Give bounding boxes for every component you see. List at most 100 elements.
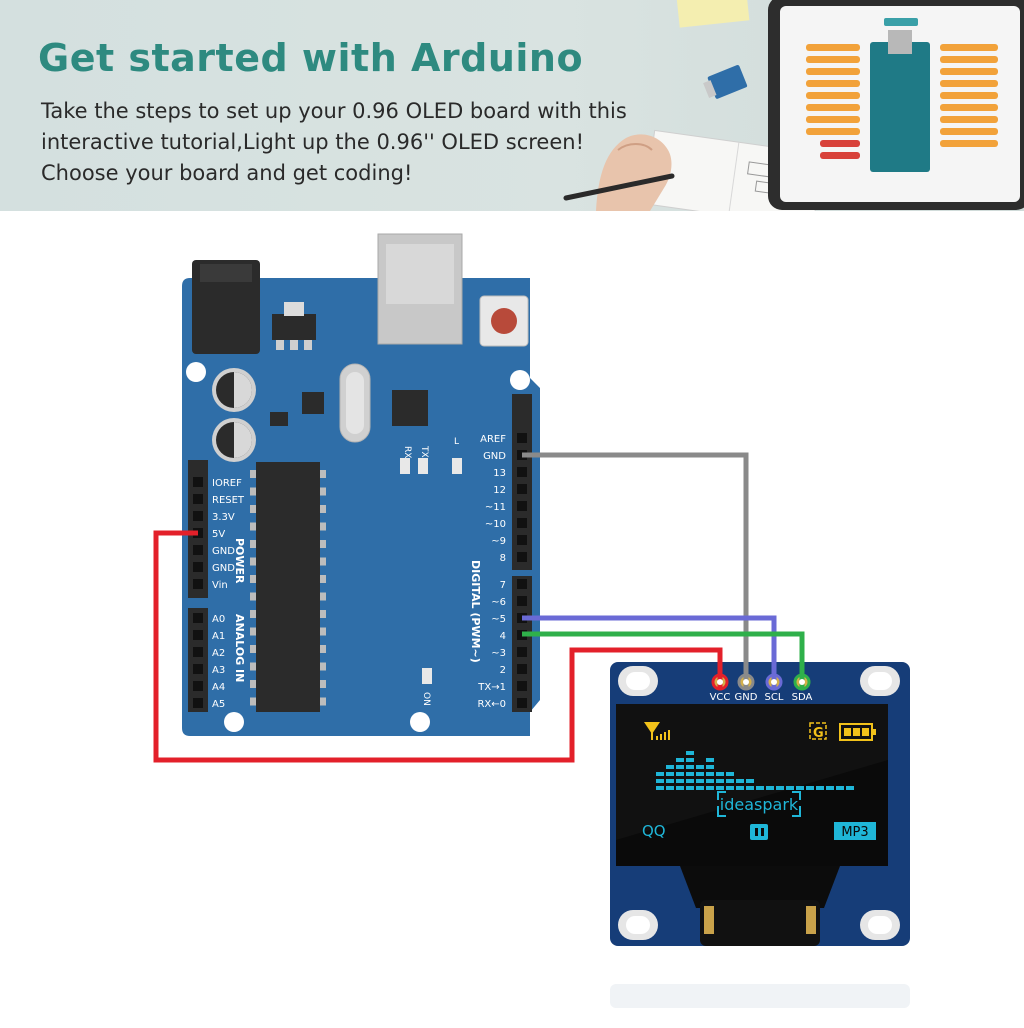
pin-label: Vin [212, 580, 228, 591]
header-socket[interactable] [517, 433, 527, 443]
header-socket[interactable] [517, 596, 527, 606]
pin-label: RX←0 [477, 699, 506, 710]
mount-hole [186, 362, 206, 382]
oled-pin-label: SCL [765, 692, 784, 703]
chip-pin [320, 575, 326, 583]
pin-label: A3 [212, 665, 225, 676]
voltage-regulator [272, 314, 316, 340]
sticky-note [676, 0, 750, 28]
pin-label: ~6 [491, 597, 506, 608]
wire-end-cap [771, 679, 777, 685]
header-socket[interactable] [193, 698, 203, 708]
header-socket[interactable] [193, 477, 203, 487]
eq-segment [686, 779, 694, 783]
header-socket[interactable] [193, 494, 203, 504]
battery-icon [839, 723, 876, 741]
header-socket[interactable] [193, 664, 203, 674]
oled-pin-label: GND [735, 692, 758, 703]
power-label: POWER [233, 538, 246, 584]
digital-label: DIGITAL (PWM~) [469, 560, 482, 663]
header-socket[interactable] [193, 562, 203, 572]
header-socket[interactable] [517, 535, 527, 545]
brand-frame [717, 791, 801, 817]
g-icon: G [809, 722, 827, 741]
eq-segment [686, 786, 694, 790]
header-socket[interactable] [193, 511, 203, 521]
header-socket[interactable] [517, 579, 527, 589]
eq-segment [696, 772, 704, 776]
wires [153, 452, 805, 763]
eq-segment [766, 786, 774, 790]
eq-segment [826, 786, 834, 790]
header-socket[interactable] [193, 613, 203, 623]
eq-segment [706, 779, 714, 783]
header-socket[interactable] [193, 545, 203, 555]
pin-label: IOREF [212, 478, 242, 489]
atmega-chip [256, 462, 320, 712]
eq-segment [676, 758, 684, 762]
oled-pin-label: VCC [710, 692, 731, 703]
chip-pin [250, 592, 256, 601]
analog-label: ANALOG IN [233, 614, 246, 682]
chip-pin [250, 697, 256, 706]
header-socket[interactable] [517, 467, 527, 477]
pin-label: TX→1 [477, 682, 506, 693]
chip-pin [250, 662, 256, 671]
eq-segment [676, 779, 684, 783]
eq-segment [736, 779, 744, 783]
eq-segment [706, 758, 714, 762]
eq-segment [666, 772, 674, 776]
pin-label: ~5 [491, 614, 506, 625]
header-socket[interactable] [517, 518, 527, 528]
wire-gnd-gnd [522, 452, 749, 690]
pin-label: ~11 [485, 502, 506, 513]
on-label: ON [421, 692, 431, 706]
header-socket[interactable] [517, 501, 527, 511]
chip-pin [250, 627, 256, 636]
header-socket[interactable] [517, 698, 527, 708]
header-socket[interactable] [517, 552, 527, 562]
pin-label: GND [212, 563, 235, 574]
header-socket[interactable] [517, 681, 527, 691]
banner-subtitle: Take the steps to set up your 0.96 OLED … [41, 96, 681, 189]
eq-segment [836, 786, 844, 790]
pin-label: A0 [212, 614, 225, 625]
header-socket[interactable] [517, 484, 527, 494]
eq-segment [656, 786, 664, 790]
pin-label: 13 [493, 468, 506, 479]
eq-segment [716, 779, 724, 783]
ribbon-cable [680, 866, 840, 908]
chip-pin [250, 610, 256, 618]
chip-pin [250, 522, 256, 531]
header-socket[interactable] [193, 647, 203, 657]
eq-segment [686, 751, 694, 755]
eq-segment [746, 786, 754, 790]
eq-segment [846, 786, 854, 790]
wire-end-cap [743, 679, 749, 685]
capacitor [212, 418, 256, 462]
header-socket[interactable] [517, 647, 527, 657]
chip-pin [320, 645, 326, 653]
header-socket[interactable] [517, 664, 527, 674]
pin-label: ~3 [491, 648, 506, 659]
subtitle-line: Choose your board and get coding! [41, 161, 413, 185]
mp3-badge: MP3 [834, 822, 876, 840]
pin-label: A1 [212, 631, 225, 642]
eq-segment [726, 779, 734, 783]
eq-segment [776, 786, 784, 790]
header-socket[interactable] [193, 630, 203, 640]
chip-pin [320, 505, 326, 513]
header-socket[interactable] [193, 681, 203, 691]
eq-segment [696, 779, 704, 783]
eq-segment [706, 765, 714, 769]
on-led [422, 668, 432, 684]
banner-illustration [563, 0, 1024, 211]
header-socket[interactable] [193, 579, 203, 589]
wire-end-cap [717, 679, 723, 685]
pin-label: 2 [500, 665, 506, 676]
subtitle-line: interactive tutorial,Light up the 0.96''… [41, 130, 584, 154]
chip-pin [250, 557, 256, 566]
